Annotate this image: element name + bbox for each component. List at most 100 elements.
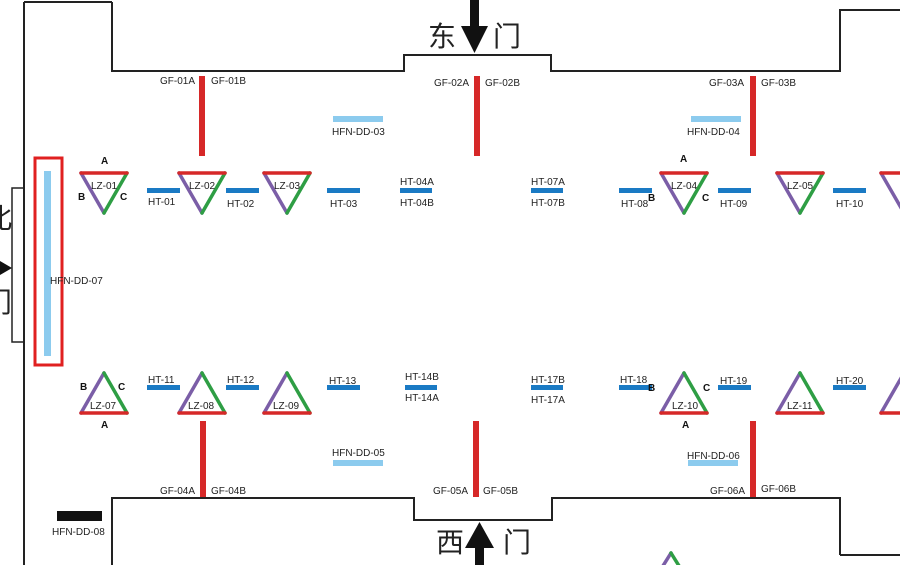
label-ht-13: HT-13 (329, 376, 357, 387)
lz-12-triangle-partial (879, 376, 900, 415)
label-gf-06b: GF-06B (761, 484, 796, 495)
lz-extra-triangle-partial (661, 551, 681, 565)
label-hfn-dd-03: HFN-DD-03 (332, 127, 385, 138)
phase-label-c-lz-01: C (120, 192, 127, 203)
label-gf-01b: GF-01B (211, 76, 246, 87)
label-gf-06a: GF-06A (710, 486, 745, 497)
phase-label-a-lz-04: A (680, 154, 687, 165)
phase-label-b-lz-07: B (80, 382, 87, 393)
label-hfn-dd-04: HFN-DD-04 (687, 127, 740, 138)
label-gf-04b: GF-04B (211, 486, 246, 497)
label-gf-03a: GF-03A (709, 78, 744, 89)
ht-bar-09 (718, 188, 751, 193)
hfn-bar-dd-06 (688, 460, 738, 466)
hfn-bar-dd-03 (333, 116, 383, 122)
phase-label-a-lz-10: A (682, 420, 689, 431)
ht-bar-01 (147, 188, 180, 193)
north-gate-char-1: 北 (0, 202, 12, 235)
label-ht-17a: HT-17A (531, 395, 565, 406)
label-gf-02a: GF-02A (434, 78, 469, 89)
lz-02-triangle (177, 171, 227, 215)
lz-11-triangle (775, 371, 825, 415)
ht-bar-12 (226, 385, 259, 390)
label-hfn-dd-07: HFN-DD-07 (50, 276, 103, 287)
label-hfn-dd-06: HFN-DD-06 (687, 451, 740, 462)
label-ht-01: HT-01 (148, 197, 176, 208)
ht-bars (147, 188, 866, 390)
label-hfn-dd-05: HFN-DD-05 (332, 448, 385, 459)
label-lz-04: LZ-04 (671, 181, 698, 192)
label-ht-18: HT-18 (620, 375, 648, 386)
lz-triangles-bottom (79, 371, 900, 565)
ht-bar-04 (400, 188, 432, 193)
phase-label-b-lz-04: B (648, 193, 655, 204)
lz-08-triangle (177, 371, 227, 415)
ht-bar-18 (619, 385, 652, 390)
lz-triangles-top (79, 171, 900, 215)
lz-01-triangle (79, 171, 129, 215)
grounding-bar-gf-01 (199, 76, 205, 156)
phase-labels: A B C A B C B C A B C A (78, 154, 710, 431)
label-ht-10: HT-10 (836, 199, 864, 210)
label-gf-02b: GF-02B (485, 78, 520, 89)
label-gf-04a: GF-04A (160, 486, 195, 497)
ht-bar-20 (833, 385, 866, 390)
label-lz-02: LZ-02 (189, 181, 216, 192)
phase-label-b-lz-01: B (78, 192, 85, 203)
label-ht-04b: HT-04B (400, 198, 434, 209)
grounding-bars (199, 76, 756, 497)
north-door-frame (11, 187, 24, 343)
ht-bar-02 (226, 188, 259, 193)
room-walls (23, 1, 900, 565)
label-lz-11: LZ-11 (787, 401, 813, 412)
label-gf-05a: GF-05A (433, 486, 468, 497)
west-gate-arrow-shaft (475, 546, 484, 565)
phase-label-c-lz-10: C (703, 383, 710, 394)
ht-bar-08 (619, 188, 652, 193)
label-ht-04a: HT-04A (400, 177, 434, 188)
ht-bar-19 (718, 385, 751, 390)
ht-bar-11 (147, 385, 180, 390)
label-gf-01a: GF-01A (160, 76, 195, 87)
east-gate: 东 门 (428, 0, 521, 53)
label-lz-01: LZ-01 (91, 181, 118, 192)
hfn-highlight-frame (33, 156, 64, 367)
label-lz-08: LZ-08 (188, 401, 215, 412)
label-ht-11: HT-11 (148, 375, 175, 386)
label-hfn-dd-08: HFN-DD-08 (52, 527, 105, 538)
ht-bar-10 (833, 188, 866, 193)
label-lz-07: LZ-07 (90, 401, 117, 412)
grounding-bar-gf-04 (200, 421, 206, 497)
label-ht-19: HT-19 (720, 376, 748, 387)
hfn-bar-dd-07 (44, 171, 51, 356)
ht-bar-14 (405, 385, 437, 390)
ht-bar-17 (531, 385, 563, 390)
north-gate-char-2: 门 (0, 286, 12, 319)
lz-10-triangle (659, 371, 709, 415)
ht-labels: HT-01 HT-02 HT-03 HT-04A HT-04B HT-07A H… (148, 177, 864, 406)
west-gate-arrow-head-icon (465, 522, 494, 548)
east-gate-char-2: 门 (493, 20, 521, 53)
phase-label-c-lz-04: C (702, 193, 709, 204)
hfn-bar-dd-08 (57, 511, 102, 521)
grounding-bar-gf-06 (750, 421, 756, 497)
label-ht-08: HT-08 (621, 199, 649, 210)
west-gate-char-1: 西 (436, 526, 464, 559)
north-gate-arrow-icon (0, 261, 12, 275)
west-gate: 西 门 (436, 522, 531, 565)
north-gate: 北 门 (0, 202, 12, 319)
phase-label-a-lz-01: A (101, 156, 108, 167)
label-ht-17b: HT-17B (531, 375, 565, 386)
hfn-bar-dd-04 (691, 116, 741, 122)
label-gf-03b: GF-03B (761, 78, 796, 89)
lz-labels: LZ-01 LZ-02 LZ-03 LZ-04 LZ-05 LZ-07 LZ-0… (90, 181, 814, 412)
label-ht-07b: HT-07B (531, 198, 565, 209)
west-gate-char-2: 门 (503, 526, 531, 559)
lz-06-triangle-partial (879, 171, 900, 210)
hfn-labels: HFN-DD-03 HFN-DD-04 HFN-DD-05 HFN-DD-06 … (50, 127, 740, 538)
phase-label-b-lz-10: B (648, 383, 655, 394)
label-ht-14b: HT-14B (405, 372, 439, 383)
label-ht-07a: HT-07A (531, 177, 565, 188)
east-gate-arrow-shaft (470, 0, 479, 28)
